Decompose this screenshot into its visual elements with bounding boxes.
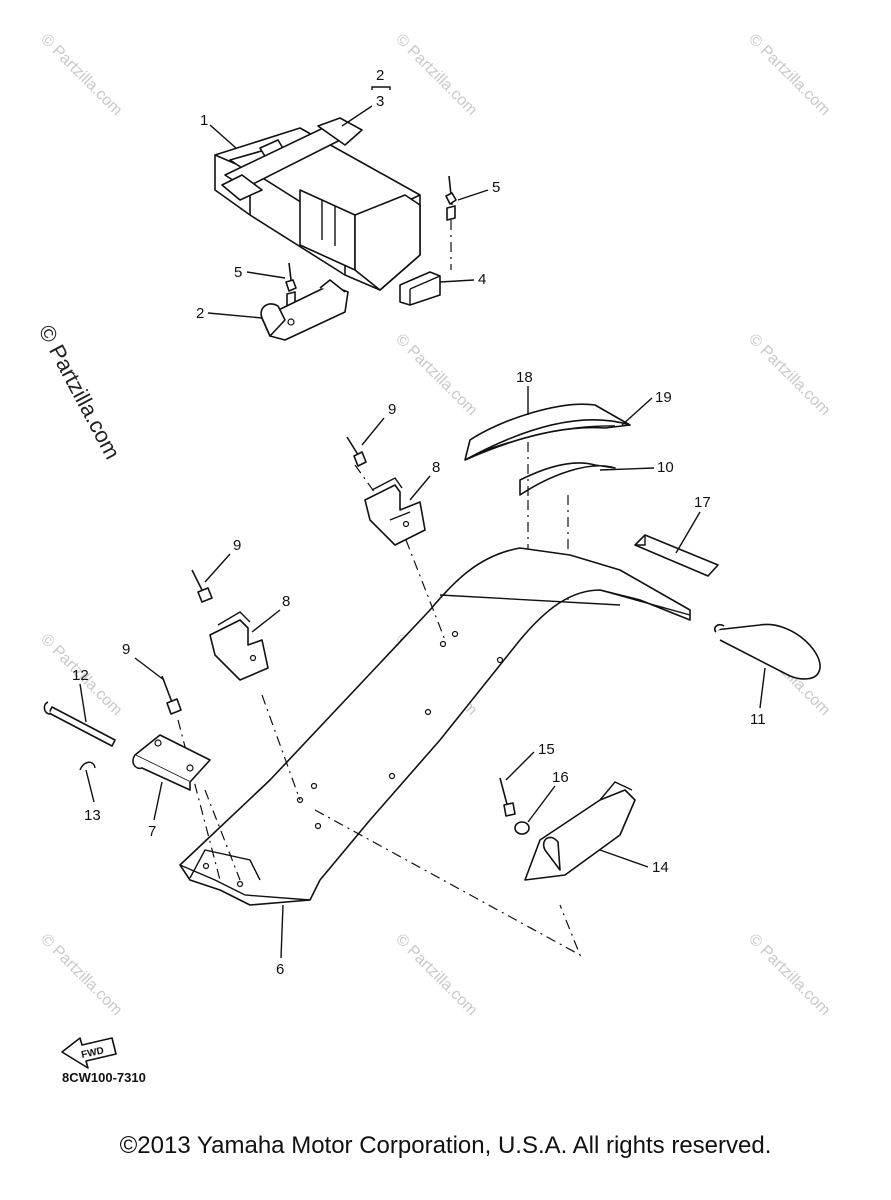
- watermark: © Partzilla.com: [745, 31, 833, 119]
- part-1-case: [214, 117, 421, 291]
- callout-3: 3: [376, 93, 384, 110]
- part-9-pin-lower: [161, 675, 182, 715]
- callout-14: 14: [652, 859, 669, 876]
- copyright-notice: ©2013 Yamaha Motor Corporation, U.S.A. A…: [119, 1132, 772, 1159]
- callout-7: 7: [148, 823, 156, 840]
- watermark: © Partzilla.com: [37, 31, 125, 119]
- callout-12: 12: [72, 667, 89, 684]
- fwd-label: FWD: [80, 1045, 105, 1060]
- callout-6: 6: [276, 961, 284, 978]
- part-5-pin-upper: [445, 175, 457, 270]
- callout-11: 11: [750, 711, 766, 728]
- callout-2: 2: [376, 67, 384, 84]
- part-9-pin-middle: [191, 569, 213, 603]
- diagram-code: 8CW100-7310: [62, 1070, 146, 1085]
- part-17-bar: [634, 534, 719, 577]
- watermark: © Partzilla.com: [392, 931, 480, 1019]
- callout-8: 8: [282, 593, 290, 610]
- callout-9: 9: [388, 401, 396, 418]
- callout-4: 4: [478, 271, 486, 288]
- callout-16: 16: [552, 769, 569, 786]
- callout-9: 9: [122, 641, 130, 658]
- callout-8: 8: [432, 459, 440, 476]
- callout-5: 5: [234, 264, 242, 281]
- callout-17: 17: [694, 494, 711, 511]
- part-8-clip-lower: [209, 611, 269, 681]
- part-13-cotter: [79, 761, 96, 771]
- callout-2: 2: [196, 305, 204, 322]
- callout-15: 15: [538, 741, 555, 758]
- part-16-washer: [514, 821, 530, 835]
- watermark-side: © Partzilla.com: [34, 321, 126, 464]
- part-6-shield: [177, 464, 691, 957]
- watermarks: © Partzilla.com © Partzilla.com © Partzi…: [34, 31, 834, 1019]
- part-2-bracket: [260, 279, 349, 341]
- callout-19: 19: [655, 389, 672, 406]
- callout-18: 18: [516, 369, 533, 386]
- callout-13: 13: [84, 807, 101, 824]
- callout-5: 5: [492, 179, 500, 196]
- watermark: © Partzilla.com: [392, 31, 480, 119]
- callouts: 1 2 3 5 5 4 2 18 19 9 8 10 17: [72, 67, 766, 978]
- callout-10: 10: [657, 459, 674, 476]
- callout-1: 1: [200, 112, 208, 129]
- part-4-clip: [399, 271, 441, 306]
- part-7-hinge: [132, 734, 211, 791]
- fwd-arrow-icon: FWD: [61, 1037, 117, 1069]
- callout-9: 9: [233, 537, 241, 554]
- part-8-clip-upper: [364, 477, 426, 546]
- part-14-pad: [524, 781, 636, 881]
- watermark: © Partzilla.com: [745, 331, 833, 419]
- watermark: © Partzilla.com: [745, 931, 833, 1019]
- part-11-handle: [713, 623, 821, 680]
- part-12-bolt: [43, 701, 116, 747]
- part-9-pin-upper: [346, 436, 367, 467]
- watermark: © Partzilla.com: [37, 931, 125, 1019]
- watermark: © Partzilla.com: [392, 331, 480, 419]
- part-15-screw: [499, 777, 516, 817]
